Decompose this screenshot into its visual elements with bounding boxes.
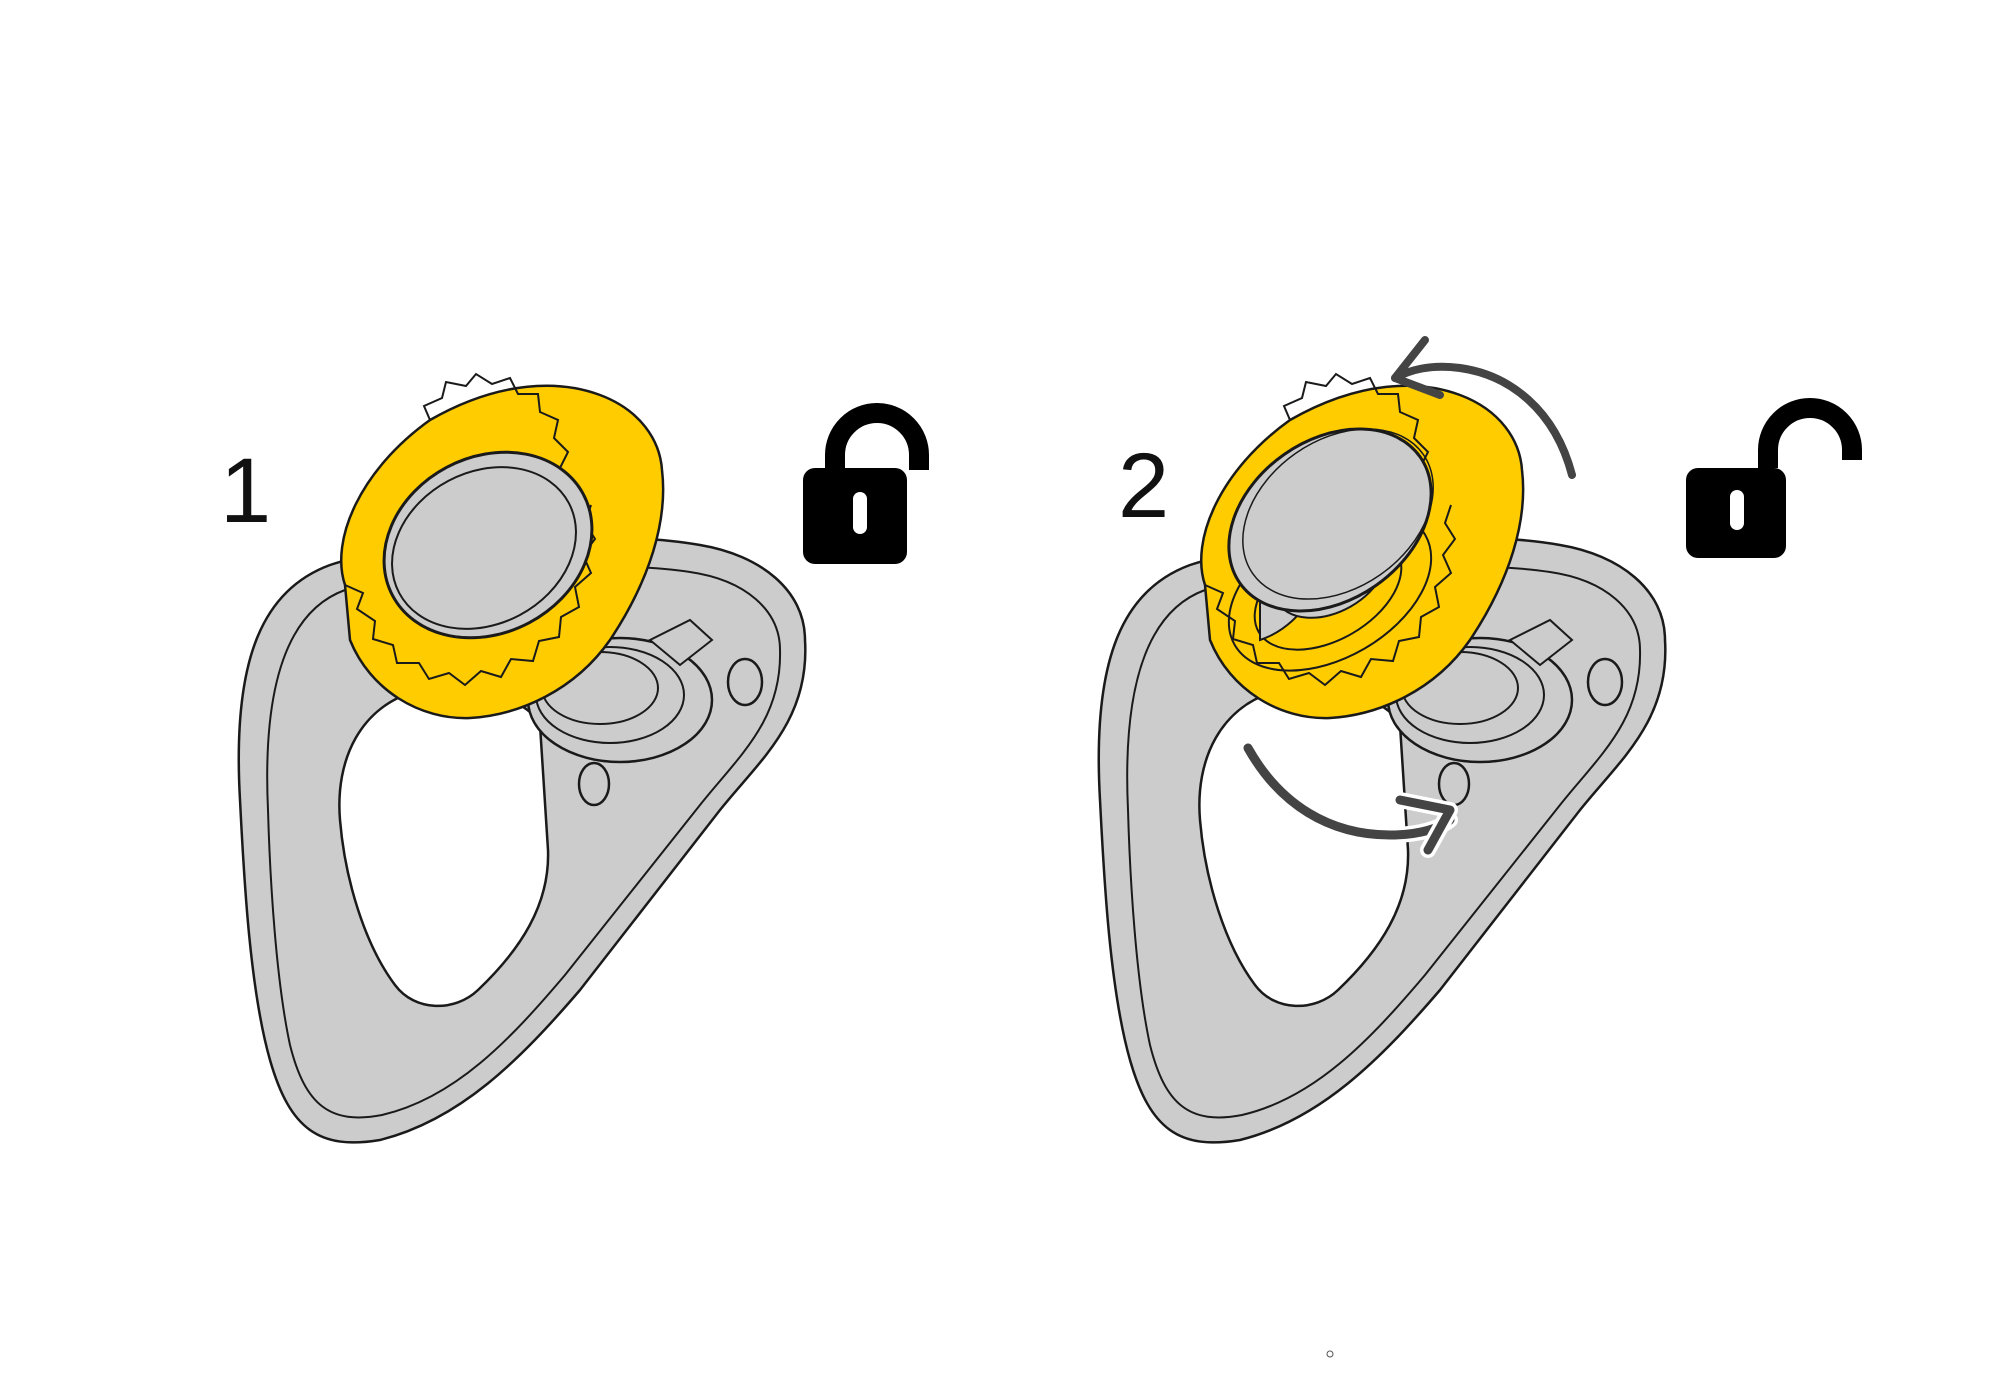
padlock-closed-icon [803,403,929,564]
cap-1 [382,450,594,640]
step-2-illustration: 2 [1097,336,1862,1144]
padlock-open-icon [1686,398,1862,558]
step-number-1: 1 [220,440,271,542]
cap-2 [1227,427,1434,642]
step-number-2: 2 [1118,435,1169,537]
stray-dot [1326,1350,1334,1358]
step-1-illustration: 1 [220,372,929,1144]
rotate-arrow-top-icon [1391,336,1576,479]
pull-arrow-bottom-icon [1240,740,1458,858]
